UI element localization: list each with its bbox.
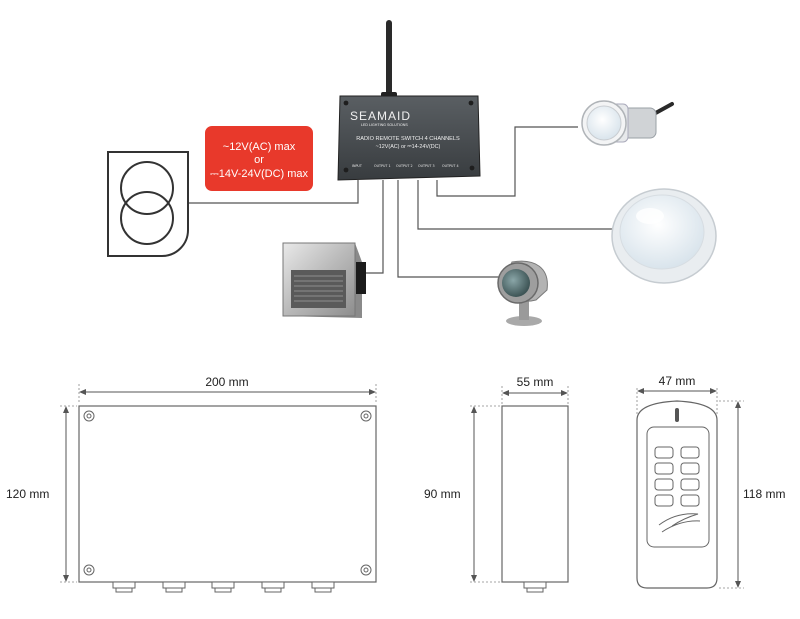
- output-4-wire: [436, 126, 578, 197]
- side-view-drawing: 55 mm 90 mm: [424, 375, 569, 593]
- antenna: [386, 20, 392, 98]
- transformer-icon: [107, 151, 189, 257]
- controller-title: RADIO REMOTE SWITCH 4 CHANNELS: [356, 136, 460, 142]
- remote-width-label: 47 mm: [659, 374, 696, 388]
- side-height-label: 90 mm: [424, 487, 461, 501]
- power-spec-line-1: ~12V(AC) max: [223, 141, 296, 153]
- port-label-input: INPUT: [352, 164, 363, 168]
- output-3-wire: [417, 180, 612, 230]
- recessed-step-light-icon: [282, 242, 366, 318]
- pool-light-icon: [611, 188, 717, 284]
- brand-tagline: LED LIGHTING SOLUTIONS: [361, 123, 408, 127]
- power-spec-line-3: ⎓14V-24V(DC) max: [210, 168, 309, 180]
- port-label-output-3: OUTPUT 3: [418, 164, 435, 168]
- output-2-wire: [397, 180, 500, 278]
- remote-height-label: 118 mm: [743, 487, 785, 501]
- power-spec-note: ~12V(AC) max or ⎓14V-24V(DC) max: [205, 126, 313, 191]
- front-view-drawing: 200 mm 120 mm: [6, 375, 377, 593]
- controller-box: SEAMAID LED LIGHTING SOLUTIONS RADIO REM…: [337, 20, 481, 181]
- wiring-lines: [185, 126, 612, 278]
- controller-voltage: ~12V(AC) or ⎓14-24V(DC): [376, 144, 441, 150]
- port-label-output-1: OUTPUT 1: [374, 164, 391, 168]
- remote-buttons: [654, 446, 700, 507]
- mini-led-light-icon: [581, 100, 674, 146]
- box-height-label: 120 mm: [6, 487, 49, 501]
- spotlight-icon: [497, 260, 548, 326]
- port-label-output-2: OUTPUT 2: [396, 164, 413, 168]
- cable-glands: [112, 581, 335, 593]
- brand-logo: SEAMAID: [350, 109, 411, 123]
- side-width-label: 55 mm: [517, 375, 554, 389]
- remote-control-icon: 47 mm 118 mm: [636, 374, 785, 589]
- port-label-output-4: OUTPUT 4: [442, 164, 459, 168]
- power-spec-line-2: or: [254, 154, 264, 166]
- box-width-label: 200 mm: [205, 375, 248, 389]
- output-1-wire: [366, 180, 384, 274]
- input-wire: [185, 180, 359, 204]
